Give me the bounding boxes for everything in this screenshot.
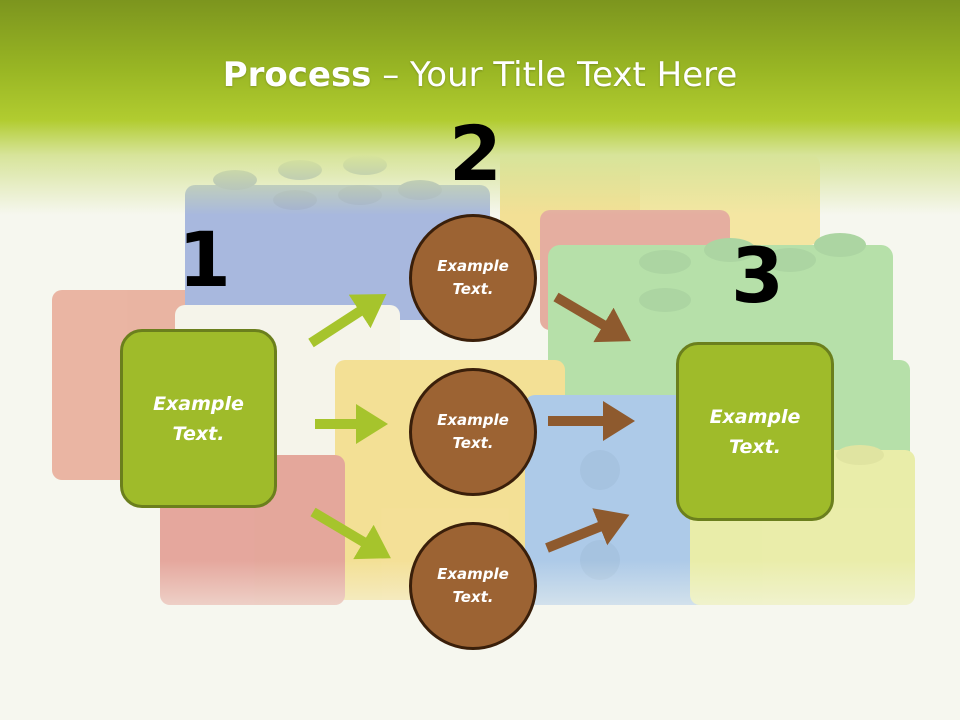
brown-arrow-up (545, 508, 630, 553)
step-2-circle-middle[interactable]: Example Text. (409, 368, 537, 496)
slide-title[interactable]: Process – Your Title Text Here (0, 52, 960, 98)
header-gradient-band (0, 0, 960, 220)
brown-arrow-down (553, 292, 631, 343)
title-bold-part: Process (222, 55, 372, 95)
green-arrow-up (308, 294, 387, 348)
step-1-box[interactable]: Example Text. (120, 329, 277, 508)
step-number-2: 2 (449, 109, 502, 198)
step-3-box[interactable]: Example Text. (676, 342, 834, 521)
title-rest-part: – Your Title Text Here (371, 55, 738, 95)
step-number-1: 1 (178, 215, 231, 304)
green-arrow-down (310, 507, 391, 560)
step-2-circle-bottom[interactable]: Example Text. (409, 522, 537, 650)
step-number-3: 3 (731, 231, 784, 320)
step-2-circle-top[interactable]: Example Text. (409, 214, 537, 342)
